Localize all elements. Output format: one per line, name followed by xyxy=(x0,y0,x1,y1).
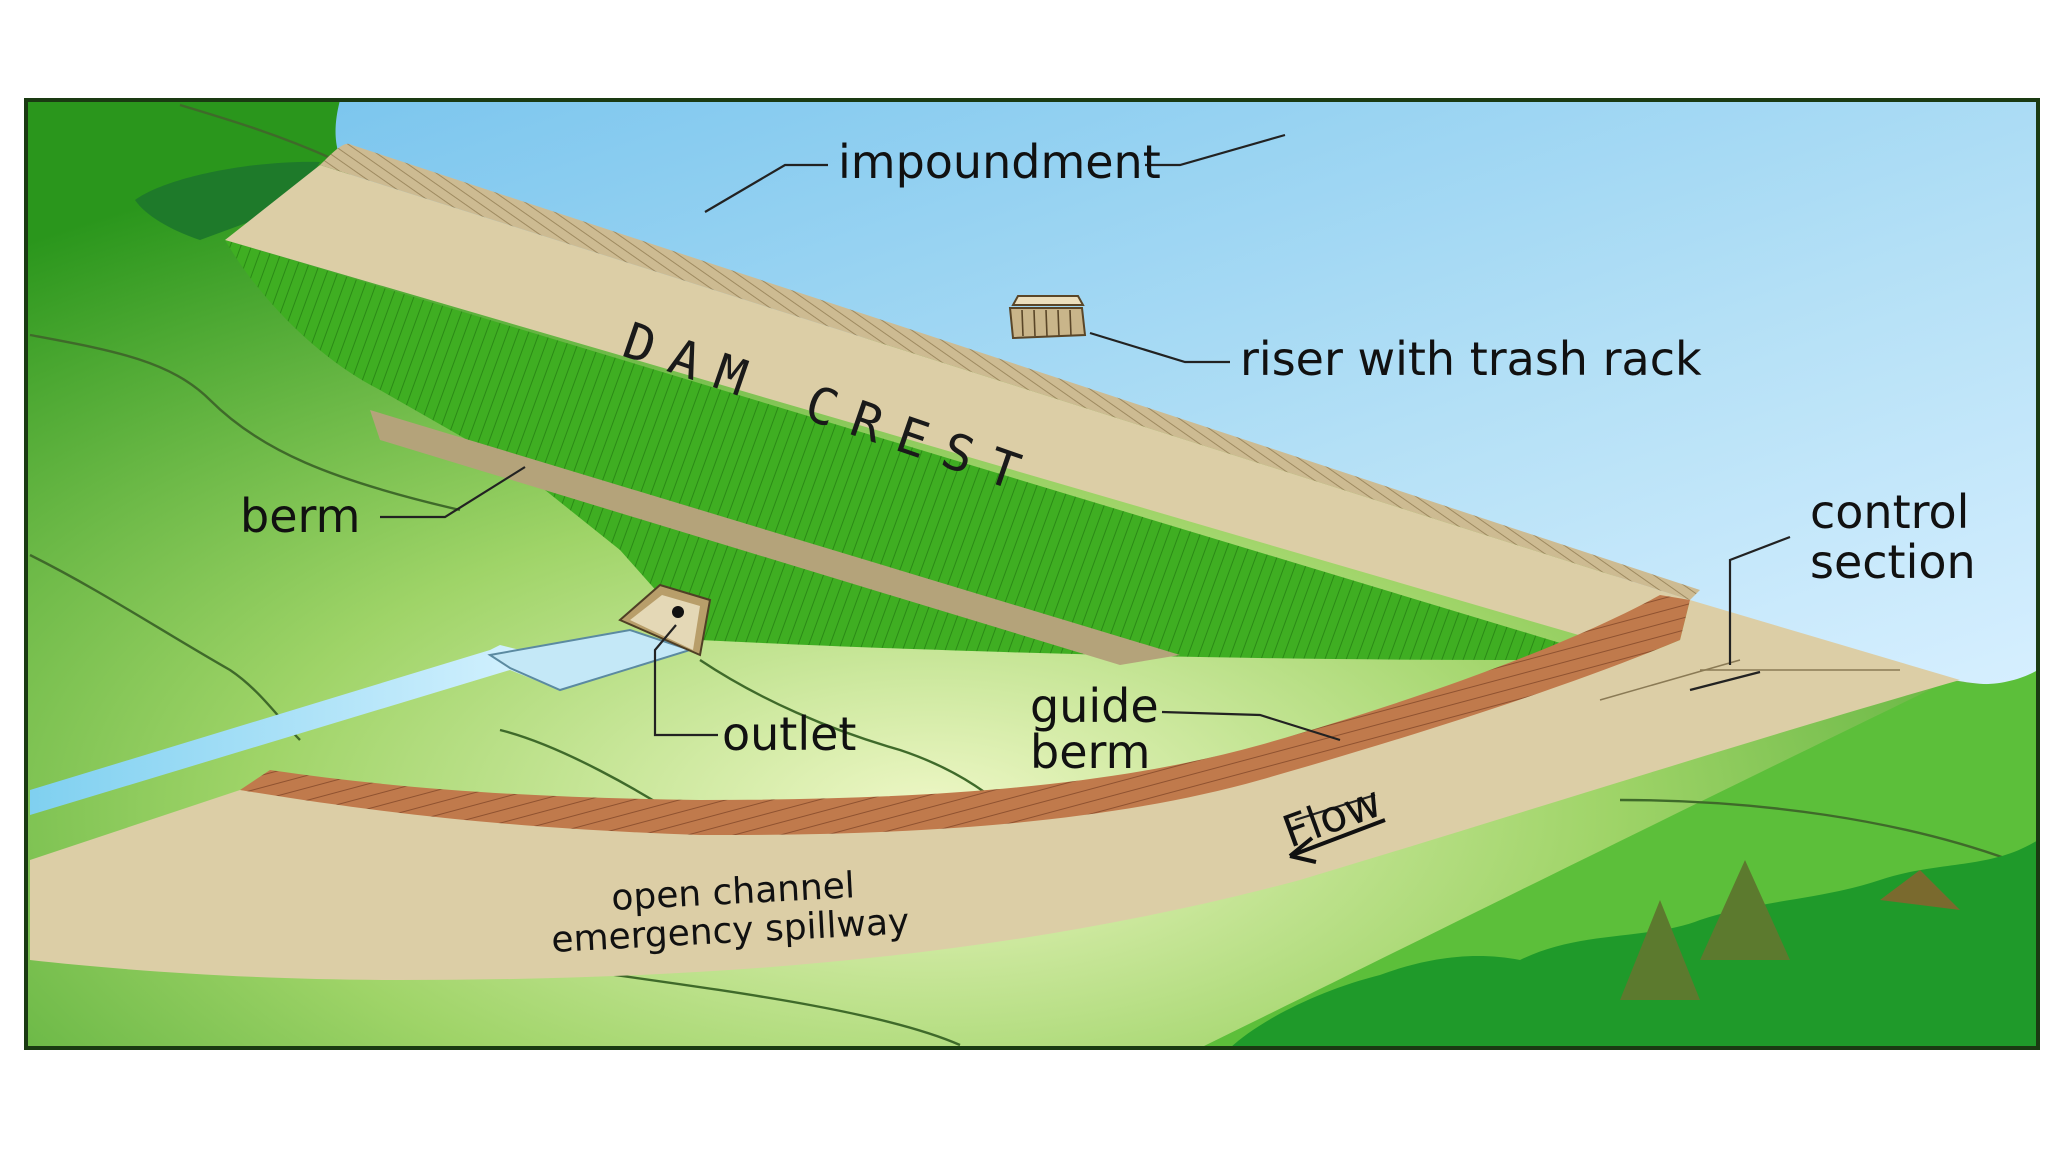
guide-berm-strip xyxy=(240,595,1690,836)
terrain-contours xyxy=(29,103,2011,1047)
crest-upstream-lip xyxy=(320,143,1700,601)
dam-face xyxy=(225,240,1600,660)
stilling-basin xyxy=(487,628,694,692)
riser-box xyxy=(1008,295,1087,340)
berm-label: berm xyxy=(240,489,360,543)
control-section-label-line2: section xyxy=(1810,535,1976,589)
outlet-label: outlet xyxy=(722,707,856,761)
riser-label: riser with trash rack xyxy=(1240,332,1702,386)
flow-arrow-icon xyxy=(1288,818,1386,864)
control-section-label-line1: control xyxy=(1810,485,1969,539)
guide-berm-label-line1: guide xyxy=(1030,679,1159,733)
outflow-stream xyxy=(30,645,560,815)
left-abutment-patch xyxy=(135,161,320,240)
outlet-structure xyxy=(618,583,712,657)
impoundment-label: impoundment xyxy=(838,135,1161,189)
spillway-channel xyxy=(30,600,1960,980)
guide-berm-label-line2: berm xyxy=(1030,725,1150,779)
dam-crest-band xyxy=(225,165,1690,650)
upper-berm-strip xyxy=(370,410,1180,665)
leader-lines xyxy=(380,133,1791,822)
impoundment-water xyxy=(335,100,2039,685)
tree-cluster xyxy=(1230,840,2038,1048)
diagram-frame xyxy=(24,98,2040,1050)
control-section-marks xyxy=(1599,659,1900,701)
